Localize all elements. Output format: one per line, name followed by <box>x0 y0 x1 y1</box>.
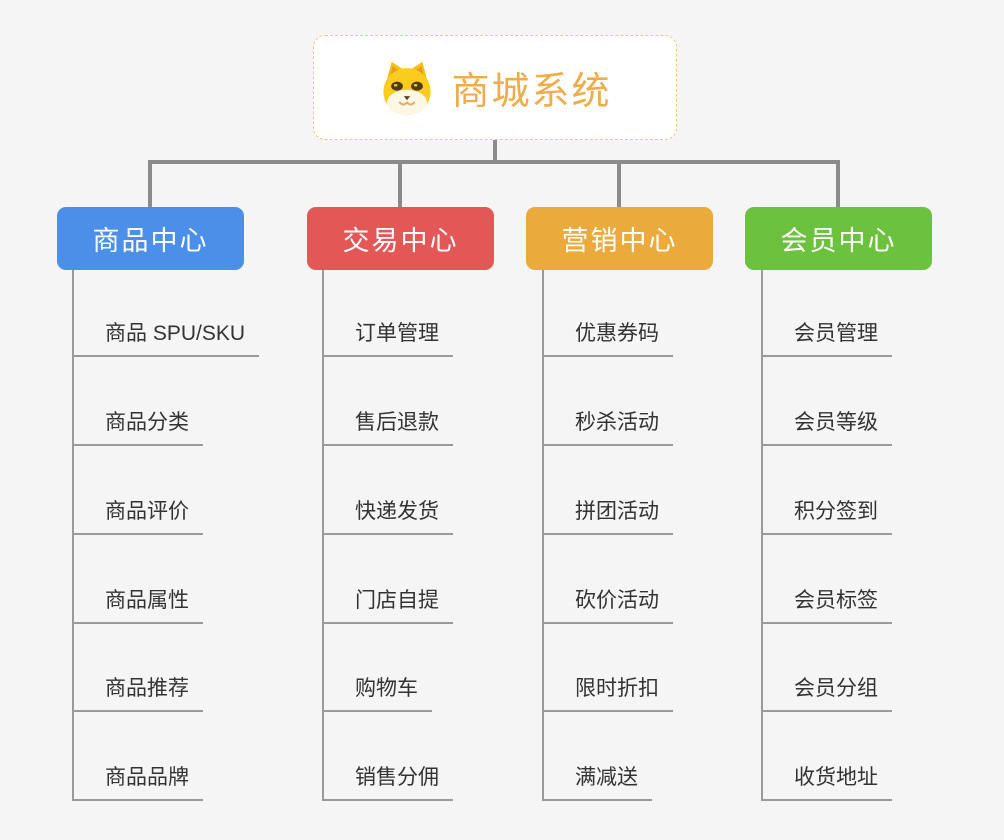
leaf-node[interactable]: 商品 SPU/SKU <box>72 307 260 357</box>
branch-node-marketing[interactable]: 营销中心 <box>526 207 713 270</box>
leaf-node[interactable]: 会员等级 <box>761 396 892 446</box>
leaf-node[interactable]: 优惠券码 <box>542 307 673 357</box>
leaf-node[interactable]: 限时折扣 <box>542 662 673 712</box>
leaf-node[interactable]: 商品评价 <box>72 485 203 535</box>
leaf-node[interactable]: 会员分组 <box>761 662 892 712</box>
branch-spine-members <box>761 270 763 801</box>
leaf-node[interactable]: 拼团活动 <box>542 485 673 535</box>
leaf-node[interactable]: 商品属性 <box>72 574 203 624</box>
leaf-node[interactable]: 商品品牌 <box>72 751 203 801</box>
branch-spine-products <box>72 270 74 801</box>
branch-spine-trade <box>322 270 324 801</box>
branch-spine-marketing <box>542 270 544 801</box>
leaf-node[interactable]: 会员标签 <box>761 574 892 624</box>
leaf-node[interactable]: 销售分佣 <box>322 751 453 801</box>
leaf-node[interactable]: 砍价活动 <box>542 574 673 624</box>
root-node[interactable]: 商城系统 <box>313 35 677 140</box>
root-label: 商城系统 <box>451 71 612 113</box>
leaf-node[interactable]: 积分签到 <box>761 485 892 535</box>
leaf-node[interactable]: 门店自提 <box>322 574 453 624</box>
leaf-node[interactable]: 订单管理 <box>322 307 453 357</box>
branch-node-trade[interactable]: 交易中心 <box>307 207 494 270</box>
leaf-node[interactable]: 售后退款 <box>322 396 453 446</box>
leaf-node[interactable]: 快递发货 <box>322 485 453 535</box>
leaf-node[interactable]: 满减送 <box>542 751 652 801</box>
dog-face-icon <box>383 61 432 115</box>
leaf-node[interactable]: 商品推荐 <box>72 662 203 712</box>
branch-node-products[interactable]: 商品中心 <box>57 207 244 270</box>
leaf-node[interactable]: 商品分类 <box>72 396 203 446</box>
leaf-node[interactable]: 会员管理 <box>761 307 892 357</box>
branch-node-members[interactable]: 会员中心 <box>745 207 932 270</box>
leaf-node[interactable]: 收货地址 <box>761 751 892 801</box>
leaf-node[interactable]: 购物车 <box>322 662 432 712</box>
leaf-node[interactable]: 秒杀活动 <box>542 396 673 446</box>
